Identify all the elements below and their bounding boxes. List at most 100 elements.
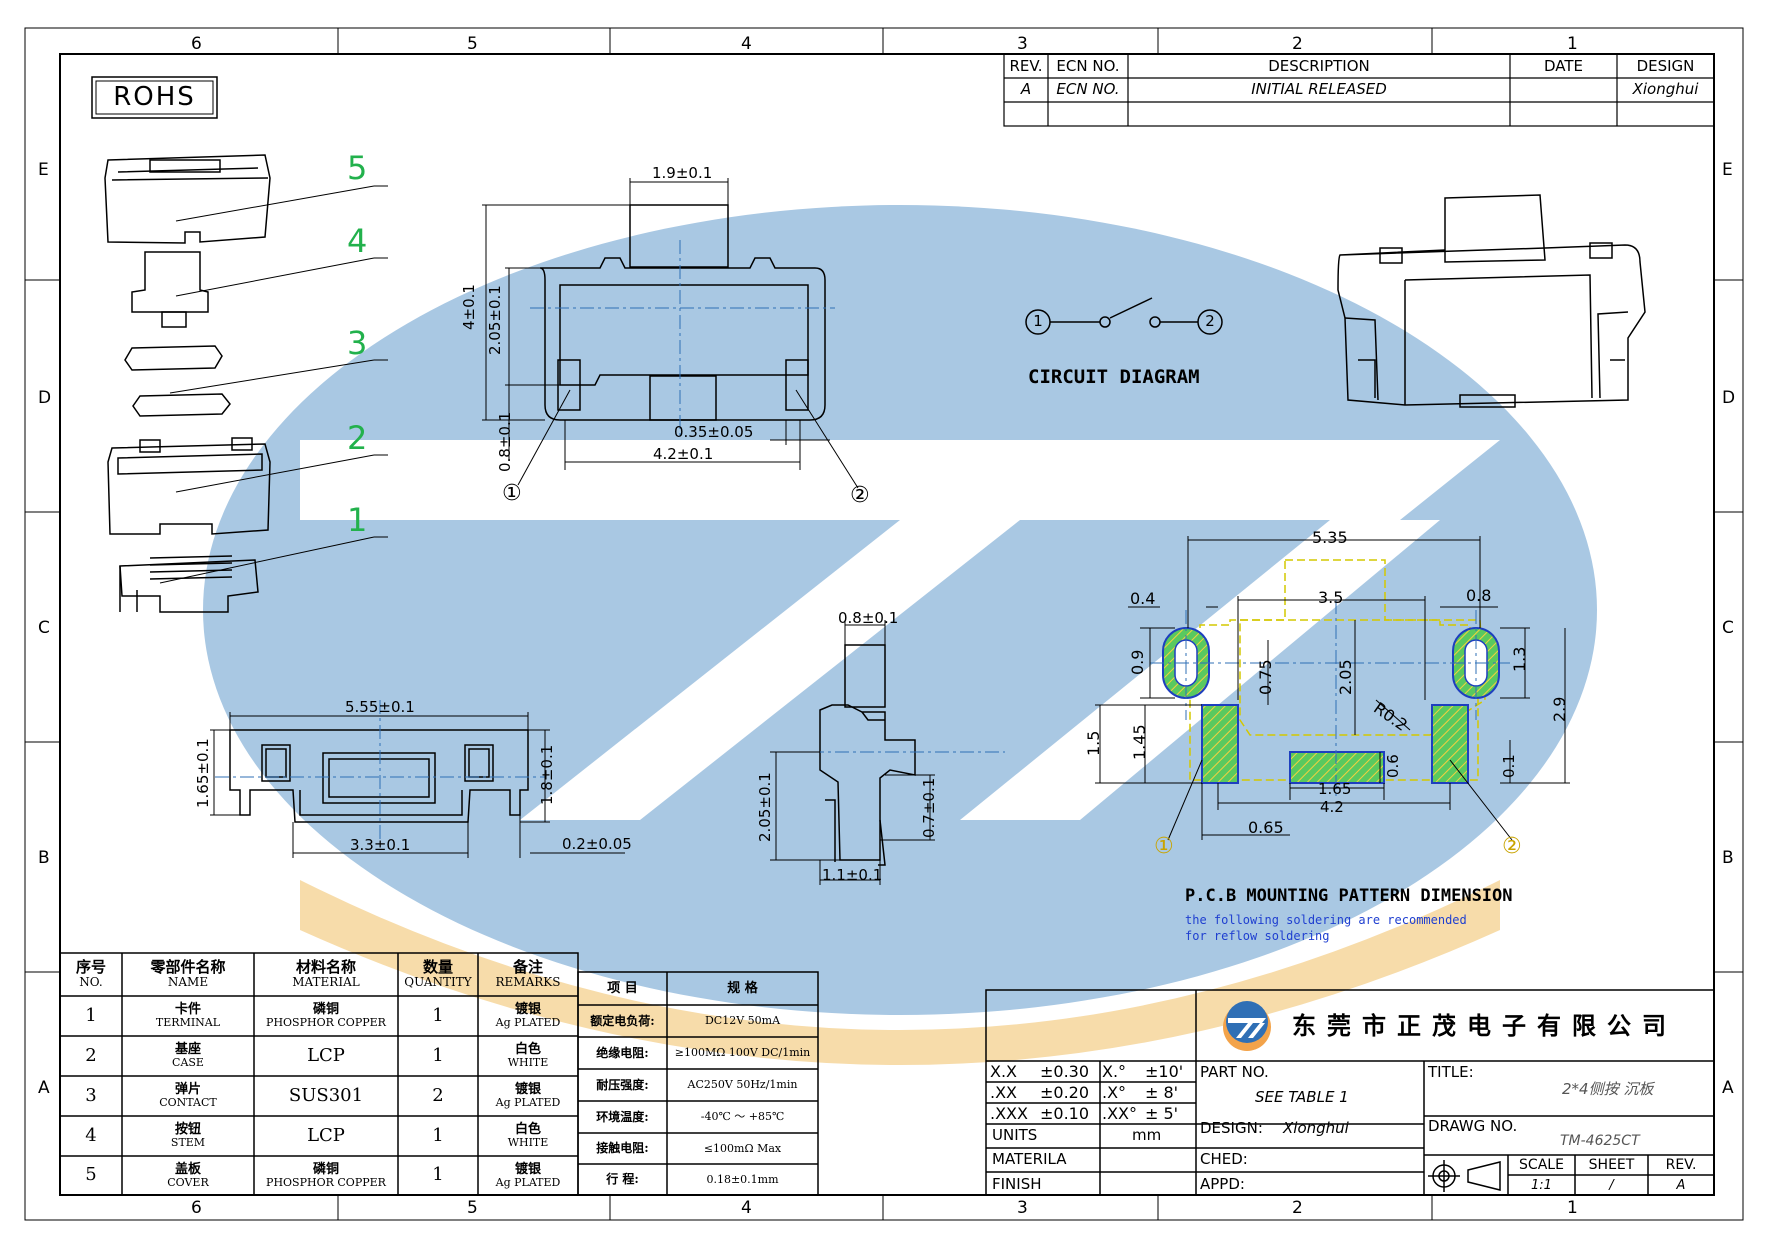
bom-header-remarks-cn: 备注 <box>512 958 543 977</box>
zone-row-a-left: A <box>38 1078 50 1098</box>
pcb-dim-205: 2.05 <box>1336 659 1355 695</box>
iso-view <box>1337 194 1646 408</box>
part-label-5: 5 <box>347 149 368 187</box>
rohs-label: ROHS <box>113 81 196 112</box>
bom-row-1-name-cn: 卡件 <box>174 1002 201 1018</box>
bom-row-2-qty: 1 <box>432 1044 444 1066</box>
exploded-leaders <box>159 185 388 584</box>
ecn-header: ECN NO. <box>1056 57 1120 76</box>
bom-row-3-qty: 2 <box>432 1084 444 1106</box>
spec-row-1-key: 额定电负荷: <box>590 1013 655 1028</box>
zone-col-1-bottom: 1 <box>1567 1198 1578 1218</box>
pcb-dim-145: 1.45 <box>1130 724 1149 760</box>
spec-row-4-value: -40℃ ～ +85℃ <box>700 1110 785 1124</box>
spec-row-5-value: ≤100mΩ Max <box>703 1141 782 1155</box>
bottom-dim-width: 5.55±0.1 <box>345 698 415 716</box>
bom-row-2-no: 2 <box>85 1044 97 1066</box>
pcb-note-1: the following soldering are recommended <box>1185 913 1467 927</box>
revision-table-lines <box>1003 53 1715 127</box>
bom-row-5-qty: 1 <box>432 1164 444 1186</box>
pcb-dim-09: 0.9 <box>1128 649 1147 675</box>
pcb-centerlines <box>1150 600 1510 800</box>
date-value <box>1510 79 1617 101</box>
bom-row-5-material-en: PHOSPHOR COPPER <box>266 1175 386 1189</box>
rev-value-block: A <box>1676 1177 1686 1193</box>
pcb-dim-04: 0.4 <box>1130 589 1156 608</box>
zone-row-e-left: E <box>38 160 49 180</box>
pcb-dim-065: 0.65 <box>1248 818 1284 837</box>
company-name: 东莞市正茂电子有限公司 <box>1292 1011 1677 1040</box>
bom-row-3-remarks-en: Ag PLATED <box>495 1096 561 1110</box>
front-view <box>539 204 826 421</box>
bom-row-1-remarks-en: Ag PLATED <box>495 1016 561 1030</box>
bom-header-name-cn: 零部件名称 <box>150 958 226 977</box>
bom-header-no: 序号 NO. <box>60 953 122 996</box>
bom-header-material-cn: 材料名称 <box>295 958 356 977</box>
tol-row-2-a: .XX <box>990 1083 1018 1102</box>
bom-header-material-en: MATERIAL <box>292 975 360 990</box>
zone-col-4-top: 4 <box>741 34 752 54</box>
watermark-logo <box>203 205 1597 1065</box>
zone-col-3-top: 3 <box>1017 34 1028 54</box>
tol-row-3-c: .XX° <box>1102 1104 1138 1123</box>
part-label-2: 2 <box>347 419 368 457</box>
pcb-dims <box>1095 536 1570 841</box>
bom-header-remarks: 备注 REMARKS <box>478 953 578 996</box>
pcb-dim-075: 0.75 <box>1256 659 1275 695</box>
spec-row-6-value: 0.18±0.1mm <box>706 1172 779 1186</box>
zone-col-6-bottom: 6 <box>191 1198 202 1218</box>
tol-row-2-d: ± 8' <box>1145 1083 1179 1102</box>
bom-row-3-name-en: CONTACT <box>159 1096 217 1110</box>
side-dim-base: 1.1±0.1 <box>822 866 883 884</box>
circuit-title: CIRCUIT DIAGRAM <box>1028 366 1200 388</box>
pcb-title: P.C.B MOUNTING PATTERN DIMENSION <box>1185 886 1513 906</box>
bom-header-material: 材料名称 MATERIAL <box>254 953 398 996</box>
bom-row-1-remarks-cn: 镀银 <box>514 1002 541 1018</box>
bom-row-1-name-en: TERMINAL <box>155 1016 221 1030</box>
bottom-dim-body: 3.3±0.1 <box>350 836 411 854</box>
exploded-view <box>104 154 271 613</box>
zone-row-e-right: E <box>1722 160 1733 180</box>
bom-row-3-remarks-cn: 镀银 <box>514 1082 541 1098</box>
bom-row-2-name-en: CASE <box>172 1056 204 1070</box>
part-no-value: SEE TABLE 1 <box>1255 1088 1349 1106</box>
zone-row-b-right: B <box>1722 848 1734 868</box>
bom-row-4-name-en: STEM <box>170 1136 206 1150</box>
zone-col-1-top: 1 <box>1567 34 1578 54</box>
title-label: TITLE: <box>1428 1063 1474 1081</box>
spec-row-5-key: 接触电阻: <box>596 1141 649 1156</box>
zone-row-c-right: C <box>1722 618 1734 638</box>
ched-label: CHED: <box>1200 1150 1248 1168</box>
bottom-dim-thick: 0.2±0.05 <box>562 835 632 853</box>
zone-col-5-top: 5 <box>467 34 478 54</box>
finish-label: FINISH <box>992 1175 1042 1193</box>
bom-row-1-material-cn: 磷铜 <box>312 1002 339 1018</box>
side-dim-height: 2.05±0.1 <box>756 772 774 842</box>
bom-row-4-remarks-cn: 白色 <box>514 1122 541 1138</box>
bottom-view-centerlines <box>215 700 545 840</box>
front-dim-height-08: 0.8±0.1 <box>496 411 514 472</box>
design-header: DESIGN <box>1636 57 1695 76</box>
front-dim-width: 4.2±0.1 <box>653 445 714 463</box>
sheet-label: SHEET <box>1588 1157 1635 1174</box>
bom-row-1-material-en: PHOSPHOR COPPER <box>266 1016 386 1030</box>
front-dim-height-205: 2.05±0.1 <box>486 285 504 355</box>
pcb-dim-08: 0.8 <box>1466 586 1492 605</box>
bom-row-1-no: 1 <box>85 1004 97 1026</box>
rev-value: A <box>1020 80 1032 99</box>
design-label: DESIGN: <box>1200 1119 1263 1137</box>
rev-header: REV. <box>1009 57 1043 76</box>
bom-row-5-no: 5 <box>85 1164 97 1186</box>
circuit-diagram <box>1025 297 1223 335</box>
bom-row-4-remarks-en: WHITE <box>507 1136 549 1150</box>
spec-row-3-value: AC250V 50Hz/1min <box>687 1078 798 1092</box>
zone-row-c-left: C <box>38 618 50 638</box>
zone-row-b-left: B <box>38 848 50 868</box>
zone-col-4-bottom: 4 <box>741 1198 752 1218</box>
pcb-dim-01: 0.1 <box>1500 754 1518 778</box>
sheet-value: / <box>1609 1177 1614 1193</box>
